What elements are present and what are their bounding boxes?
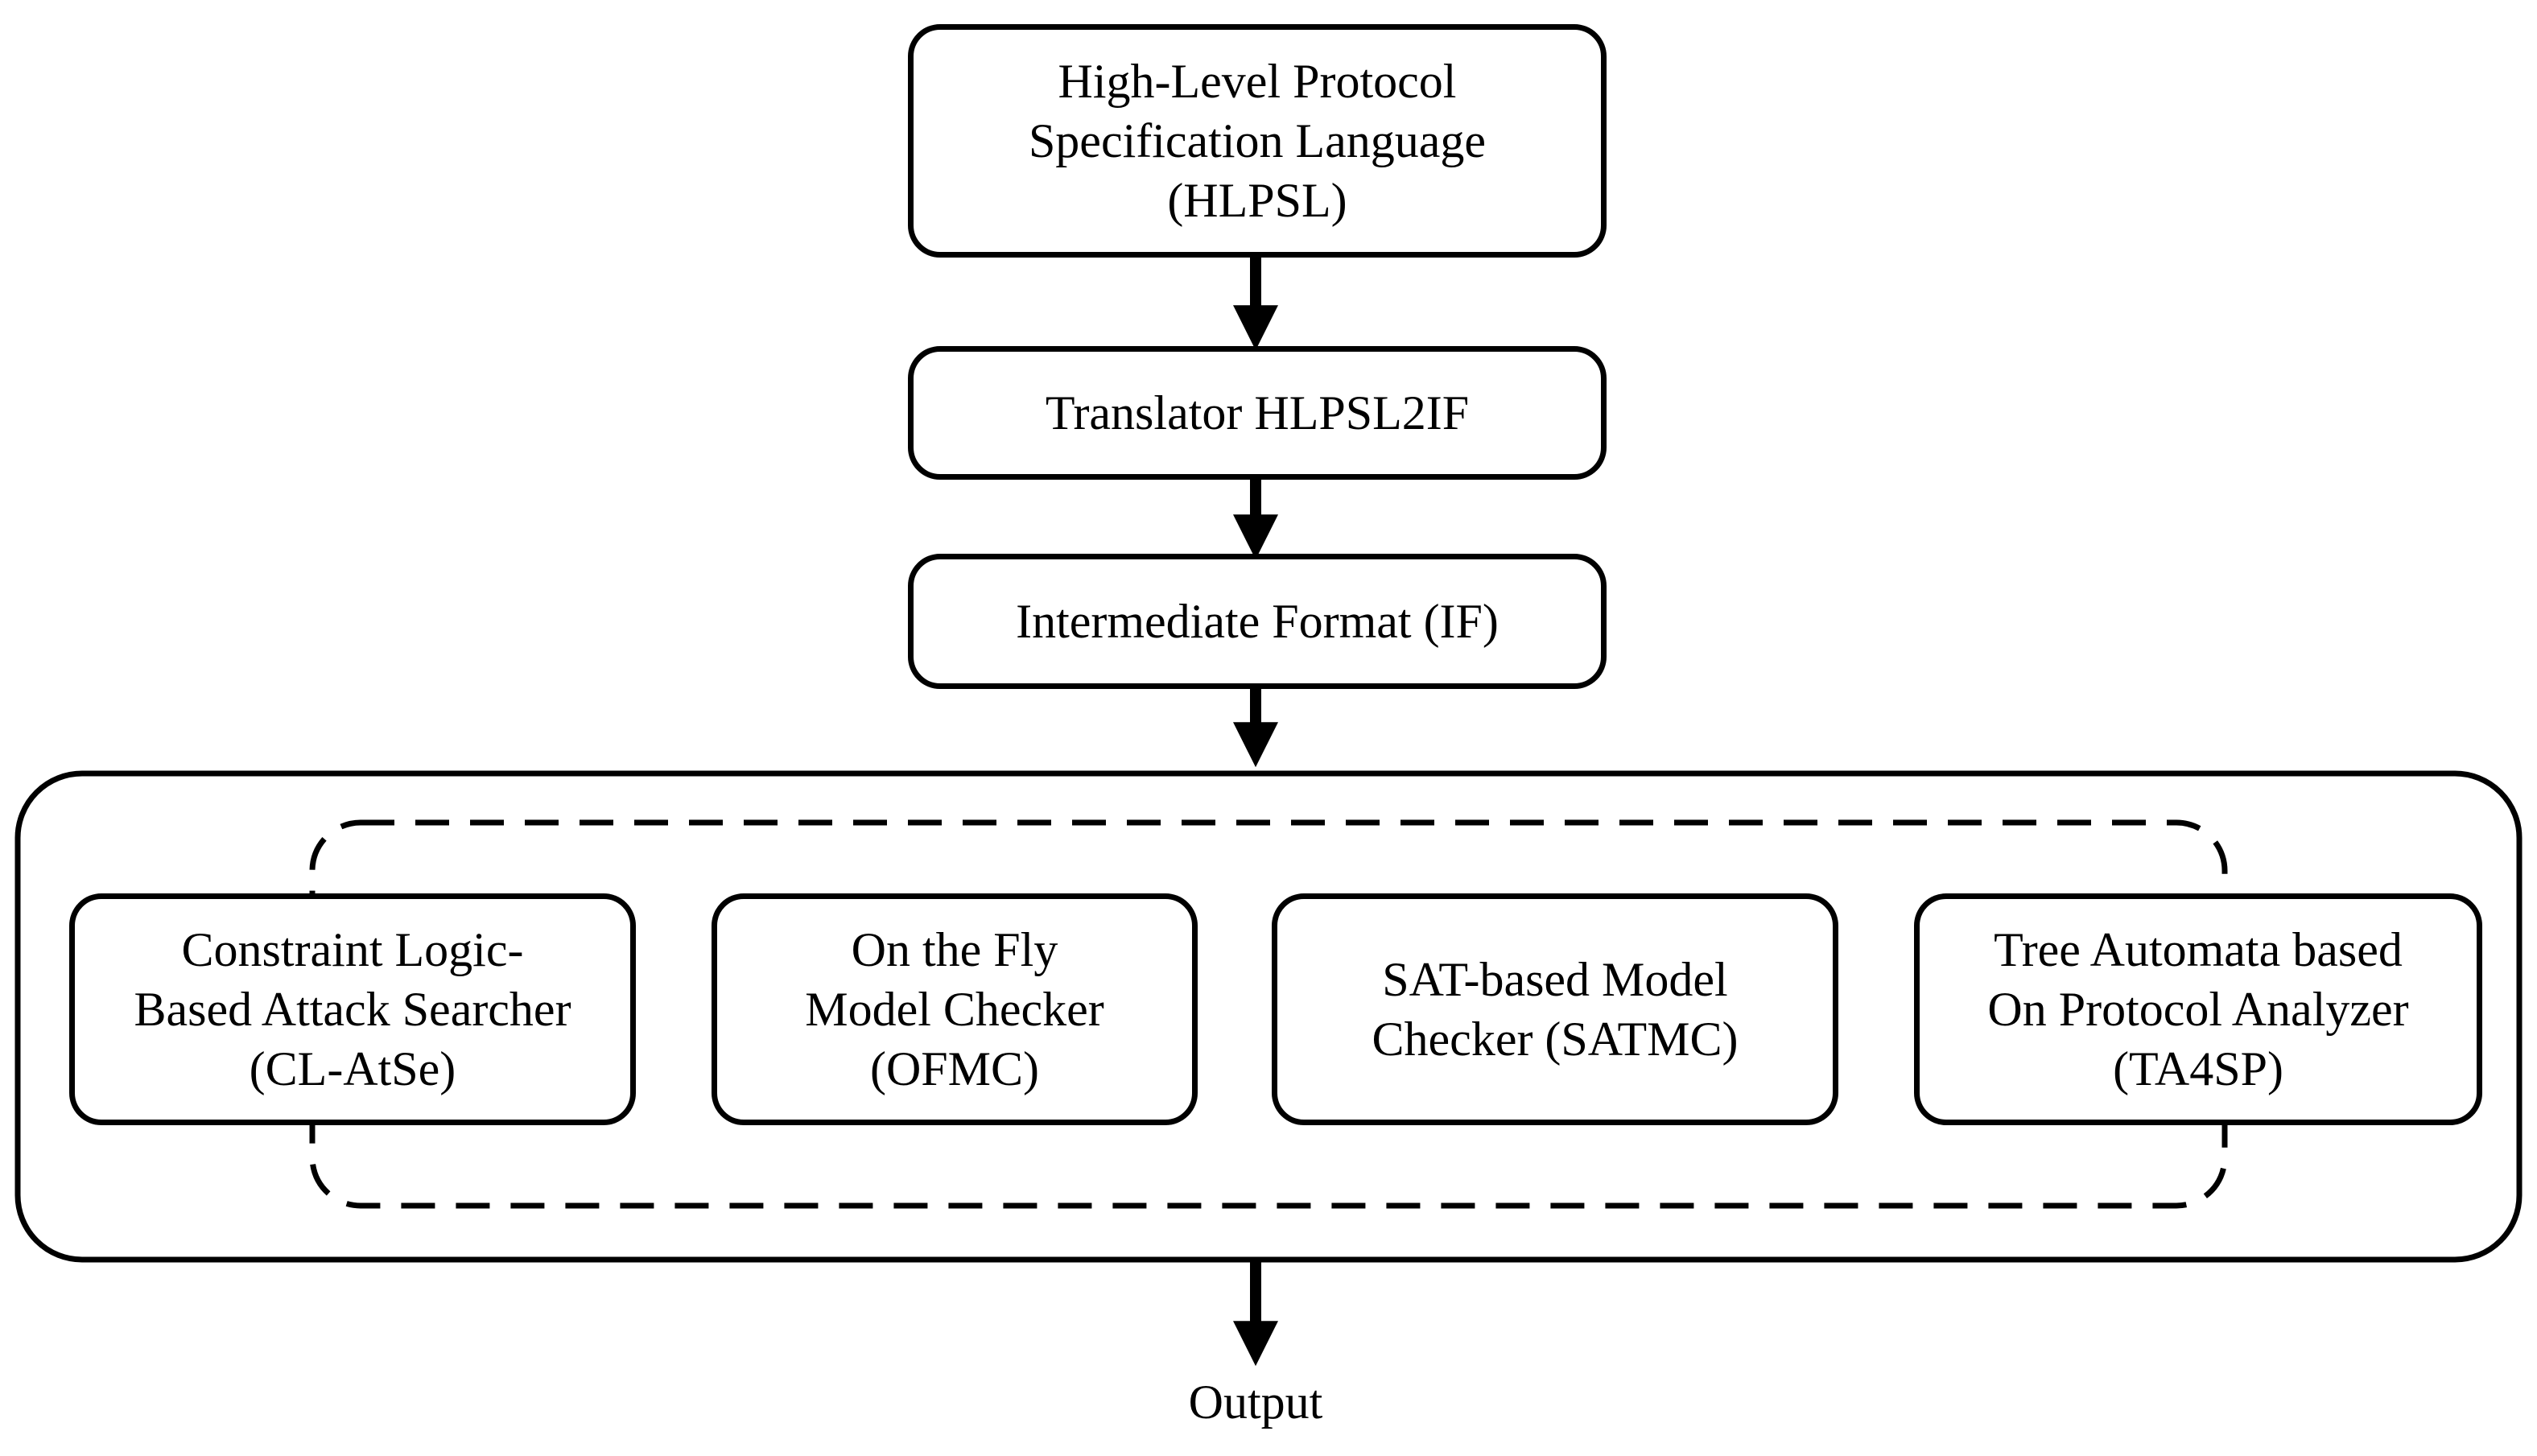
backend-box-ofmc: On the Fly Model Checker (OFMC)	[712, 893, 1198, 1125]
backend-label-ta4sp: Tree Automata based On Protocol Analyzer…	[1987, 923, 2409, 1095]
output-label: Output	[1188, 1376, 1323, 1429]
hlpsl-label: High-Level Protocol Specification Langua…	[1028, 55, 1487, 227]
hlpsl-box: High-Level Protocol Specification Langua…	[908, 24, 1607, 258]
backend-box-satmc: SAT-based Model Checker (SATMC)	[1272, 893, 1838, 1125]
backend-label-cl-atse: Constraint Logic- Based Attack Searcher …	[134, 923, 571, 1095]
translator-box: Translator HLPSL2IF	[908, 346, 1607, 480]
backend-label-ofmc: On the Fly Model Checker (OFMC)	[805, 923, 1104, 1095]
backend-box-cl-atse: Constraint Logic- Based Attack Searcher …	[69, 893, 636, 1125]
intermediate-format-label: Intermediate Format (IF)	[1016, 595, 1499, 648]
intermediate-format-box: Intermediate Format (IF)	[908, 554, 1607, 689]
backends-container	[14, 770, 2523, 1263]
backend-box-ta4sp: Tree Automata based On Protocol Analyzer…	[1914, 893, 2482, 1125]
translator-label: Translator HLPSL2IF	[1045, 386, 1470, 439]
backend-label-satmc: SAT-based Model Checker (SATMC)	[1372, 953, 1739, 1066]
